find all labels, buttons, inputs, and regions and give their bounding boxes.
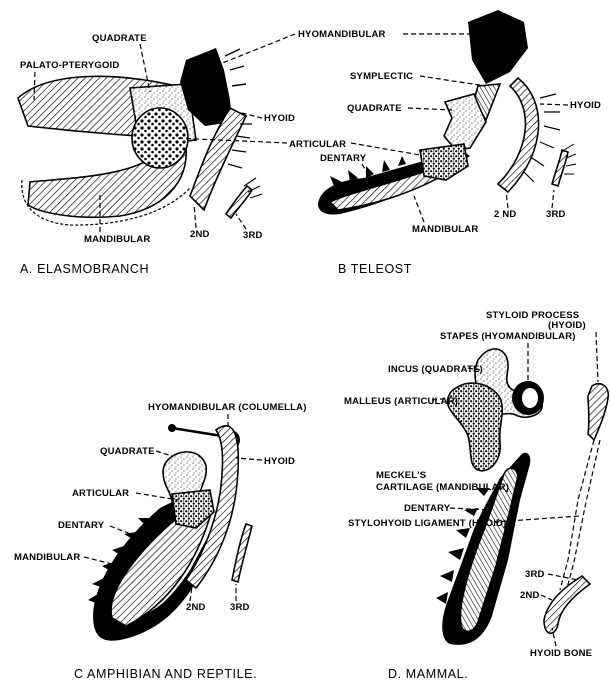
panel-b-teleost: SYMPLECTIC QUADRATE HYOID DENTARY MANDIB… [318,10,601,276]
articular-shape-b [420,144,468,180]
caption-a: A. ELASMOBRANCH [20,262,149,276]
caption-b: B TELEOST [338,262,412,276]
label-hyoid-bone: HYOID BONE [530,648,592,659]
styloid-process-shape [588,384,608,440]
leader-hyoid-c [236,458,262,460]
leader-styloid [596,332,598,382]
label-mandibular-a: MANDIBULAR [84,234,150,245]
arch-3rd-c [232,524,252,582]
label-hyoid-b: HYOID [570,100,601,111]
label-dentary-c: DENTARY [58,520,105,531]
label-hyomandibular-a: HYOMANDIBULAR [298,29,386,40]
label-malleus: MALLEUS (ARTICULAR) [344,396,458,407]
label-articular-c: ARTICULAR [72,488,129,499]
label-meckels-1: MECKEL'S [376,470,426,481]
columella-rod [172,428,222,436]
leader-symplectic [420,76,486,86]
label-stapes: STAPES (HYOMANDIBULAR) [440,331,576,342]
label-palato-pterygoid: PALATO-PTERYGOID [20,60,119,71]
caption-d: D. MAMMAL. [388,667,468,680]
label-3rd-d: 3RD [525,569,545,580]
label-styloid-hyoid: (HYOID) [548,320,586,331]
hyomandibular-shape-b [468,10,528,84]
leader-quadrate-c [156,451,172,456]
hyoid-shape-b [498,78,539,192]
leader-2nd-a [194,204,196,228]
arch-3rd-b [552,150,568,186]
label-3rd-b: 3RD [546,209,566,220]
label-hyoid-c: HYOID [264,456,295,467]
label-3rd-c: 3RD [230,602,250,613]
panel-d-mammal: STYLOID PROCESS (HYOID) STAPES (HYOMANDI… [344,310,608,680]
label-2nd-c: 2ND [186,602,206,613]
stapes-inner [522,388,538,408]
label-dentary-d: DENTARY [404,503,451,514]
label-2nd-d: 2ND [520,590,540,601]
stylohyoid-ligament [560,440,600,592]
label-dentary-b: DENTARY [320,153,367,164]
label-mandibular-b: MANDIBULAR [412,224,478,235]
label-meckels-2: CARTILAGE (MANDIBULAR) [376,482,509,493]
label-incus: INCUS (QUADRATE) [388,364,483,375]
leader-hyoid-b [540,104,568,105]
hyoid-bone-shape [544,576,590,633]
label-2nd-b: 2 ND [494,209,516,220]
leader-3rd-a [236,214,246,229]
label-hyoid-a: HYOID [264,113,295,124]
label-symplectic: SYMPLECTIC [350,71,413,82]
label-2nd-a: 2ND [190,229,210,240]
label-quadrate-a: QUADRATE [92,33,147,44]
leader-2nd-b [506,192,508,208]
label-quadrate-c: QUADRATE [100,446,155,457]
label-mandibular-c: MANDIBULAR [14,552,80,563]
label-quadrate-b: QUADRATE [347,103,402,114]
label-articular: ARTICULAR [289,139,346,150]
label-hyomandibular-c: HYOMANDIBULAR (COLUMELLA) [148,402,307,413]
caption-c: C AMPHIBIAN AND REPTILE. [74,667,257,680]
leader-2nd-d [541,595,552,600]
leader-3rd-b [552,190,554,208]
label-stylohyoid: STYLOHYOID LIGAMENT (HYOID) [348,518,506,529]
panel-c-amphibian-reptile: HYOMANDIBULAR (COLUMELLA) QUADRATE HYOID… [14,402,307,680]
leader-mandibular-b [414,196,424,222]
arch-3rd-a [226,186,252,218]
columella-knob [168,424,176,432]
label-3rd-a: 3RD [243,230,263,241]
leader-quadrate-b [408,108,452,110]
